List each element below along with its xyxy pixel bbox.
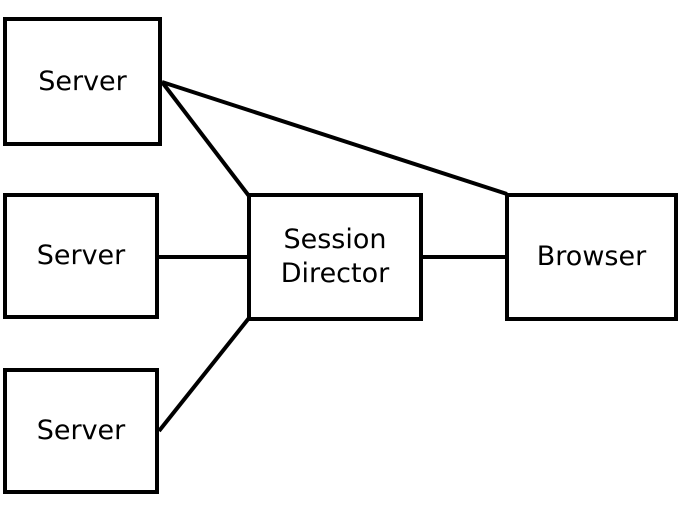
node-server-top: Server [3, 17, 162, 146]
node-server-bottom: Server [3, 368, 159, 494]
node-label: Session Director [280, 224, 390, 289]
node-label: Server [36, 415, 126, 446]
edge-server-top-browser [161, 80, 508, 196]
node-label: Browser [536, 241, 647, 272]
edge-session-director-server-bottom [157, 316, 251, 433]
node-label: Server [36, 240, 126, 271]
node-label: Server [38, 65, 127, 97]
node-browser: Browser [505, 193, 678, 321]
node-session-director: Session Director [247, 193, 423, 321]
node-server-middle: Server [3, 193, 159, 319]
edge-server-top-session-director [160, 80, 251, 198]
